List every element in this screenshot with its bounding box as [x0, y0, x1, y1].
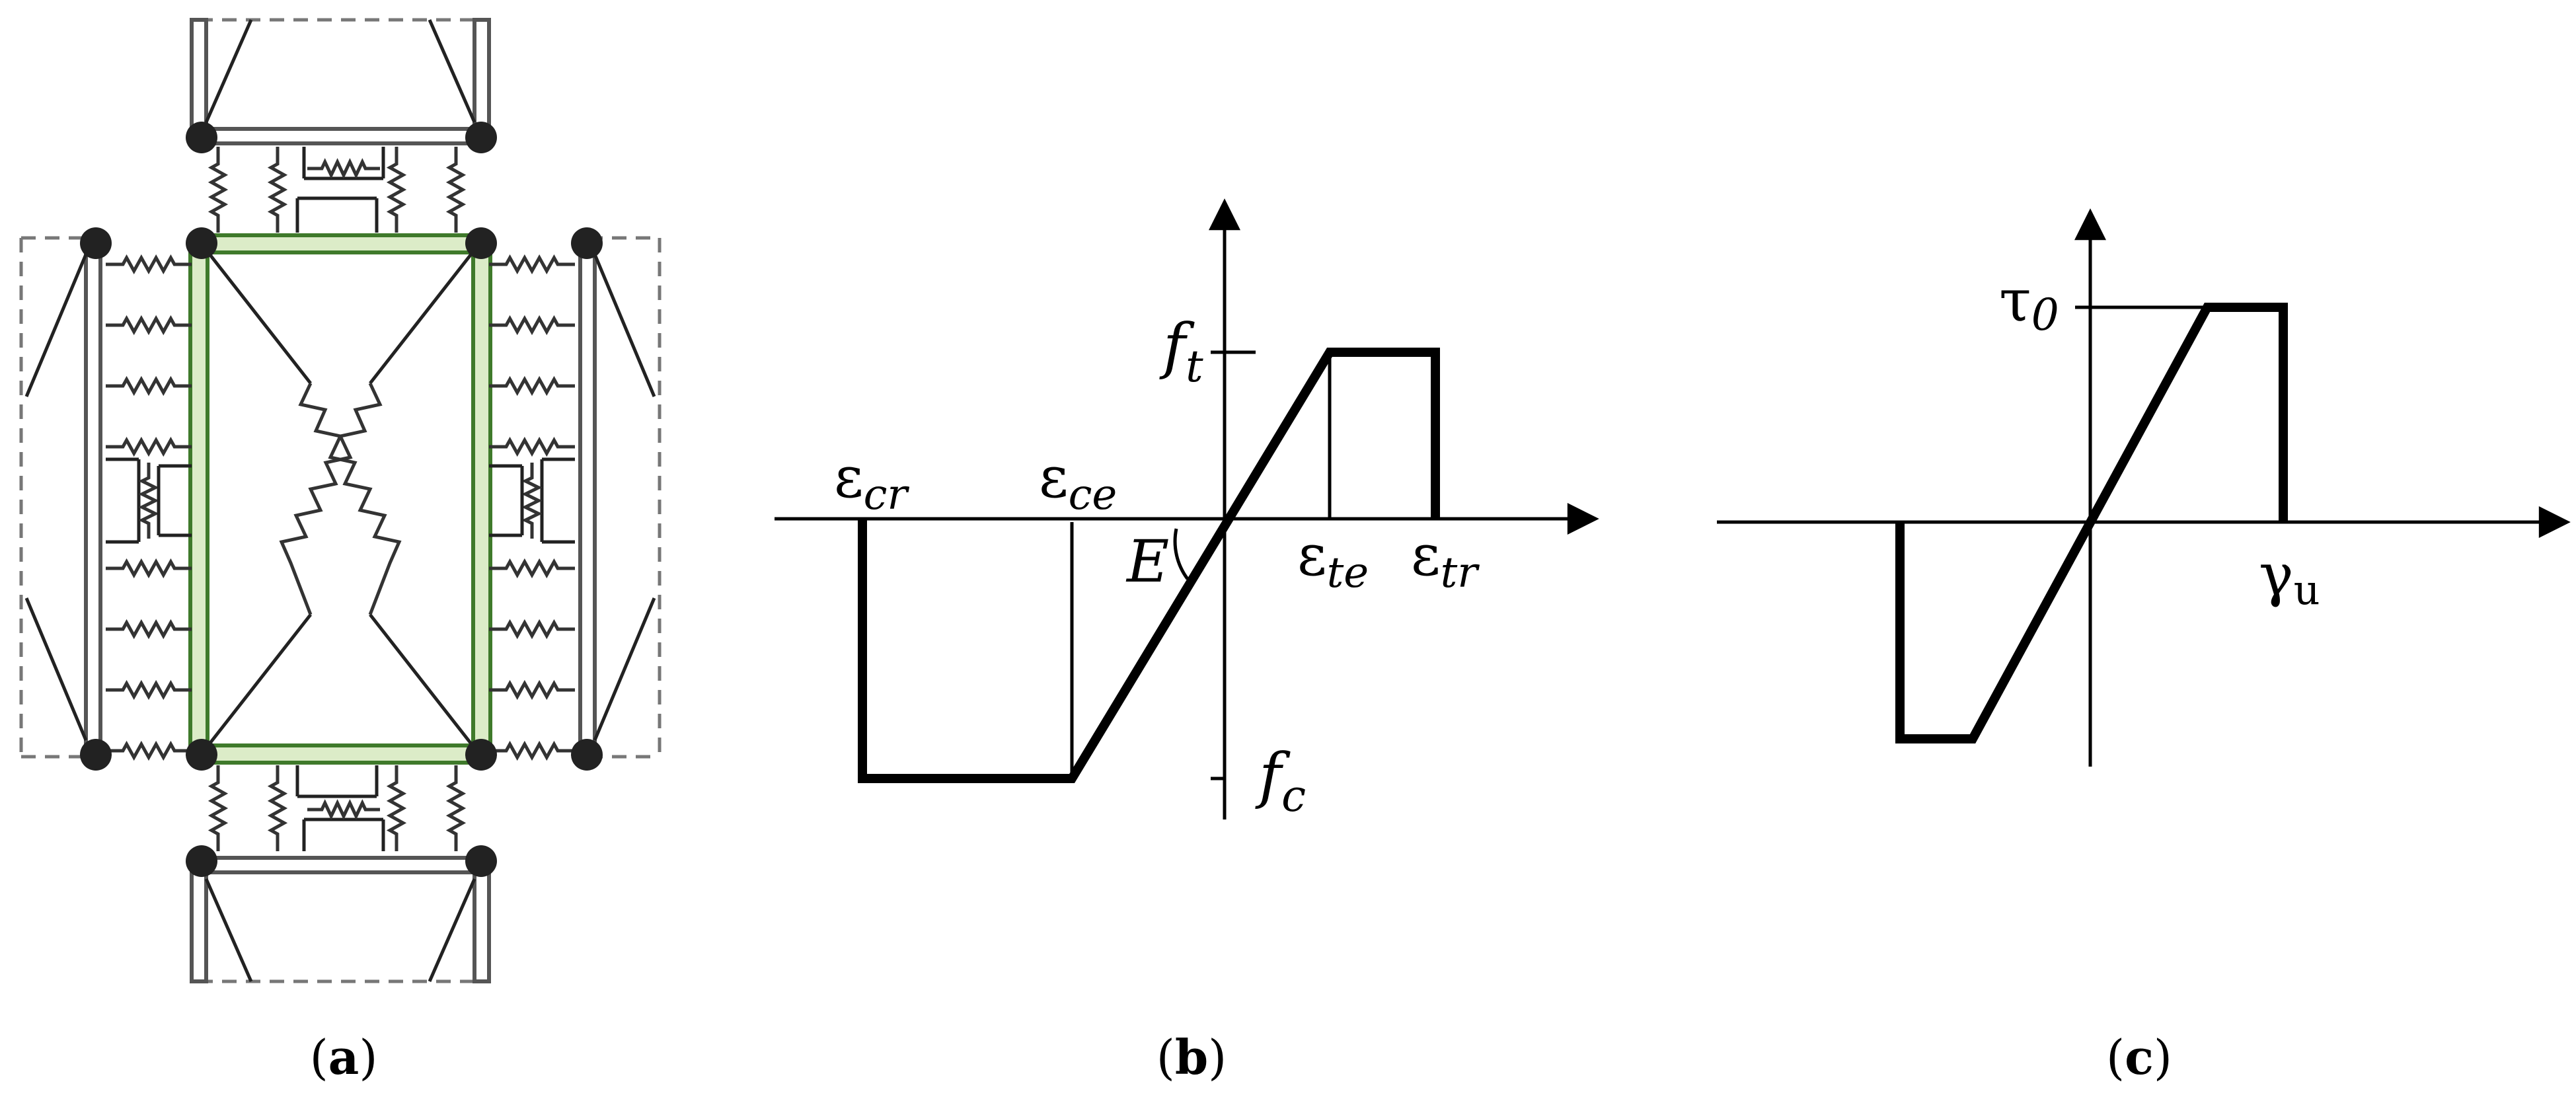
bottom-interface-spring [445, 765, 467, 851]
left-interface-spring [106, 619, 192, 640]
right-interface-spring [489, 436, 575, 457]
panel-nodes [80, 122, 603, 877]
caption-b: (b) [1156, 1029, 1227, 1085]
panel-a-macro-element [19, 18, 662, 983]
left-external-panel [19, 236, 102, 759]
right-interface-spring [489, 254, 575, 275]
bottom-interface-spring [386, 765, 407, 851]
bottom-interface-spring [267, 765, 288, 851]
panel-c-shear-law: τ0 γu [1717, 208, 2571, 767]
panel-b-flexural-law: ft fc E εcr εce εte εtr [775, 198, 1599, 821]
left-interface-spring [106, 740, 192, 761]
left-interface-spring [106, 558, 192, 579]
right-external-panel [578, 236, 662, 759]
right-interface-spring [489, 679, 575, 701]
label-tau0: τ0 [1999, 266, 2059, 340]
interface-springs [106, 147, 575, 851]
label-fc: fc [1255, 740, 1306, 821]
diagonal-spring-1 [298, 382, 402, 615]
bottom-interface-spring [208, 765, 229, 851]
right-interface-spring [489, 558, 575, 579]
top-interface-spring [386, 147, 407, 233]
panel-captions: (a) (b) (c) [310, 1029, 2172, 1085]
right-interface-spring [489, 375, 575, 397]
right-interface-spring [489, 619, 575, 640]
label-gamma-u: γu [2259, 541, 2320, 614]
modulus-angle-arc [1173, 528, 1190, 580]
bottom-shear-spring [307, 799, 380, 820]
label-E: E [1125, 527, 1169, 595]
top-interface-spring [208, 147, 229, 233]
left-shear-spring [138, 463, 159, 539]
label-eps-tr: εtr [1411, 523, 1480, 597]
top-external-panel [190, 18, 491, 145]
label-ft: ft [1159, 311, 1203, 392]
top-shear-spring [307, 158, 380, 179]
label-eps-te: εte [1297, 523, 1369, 597]
caption-c: (c) [2106, 1029, 2172, 1085]
top-interface-spring [267, 147, 288, 233]
label-eps-ce: εce [1039, 445, 1117, 519]
caption-a: (a) [310, 1029, 378, 1085]
label-eps-cr: εcr [834, 445, 909, 519]
right-interface-spring [489, 740, 575, 761]
left-interface-spring [106, 679, 192, 701]
flexural-law-curve [858, 348, 1440, 783]
diagonal-spring-2 [279, 382, 383, 615]
bottom-external-panel [190, 856, 491, 983]
left-interface-spring [106, 254, 192, 275]
left-interface-spring [106, 375, 192, 397]
central-panel [188, 233, 492, 765]
right-shear-spring [521, 463, 543, 539]
left-interface-spring [106, 315, 192, 336]
right-interface-spring [489, 315, 575, 336]
left-interface-spring [106, 436, 192, 457]
shear-law-curve [1895, 303, 2288, 743]
top-interface-spring [445, 147, 467, 233]
